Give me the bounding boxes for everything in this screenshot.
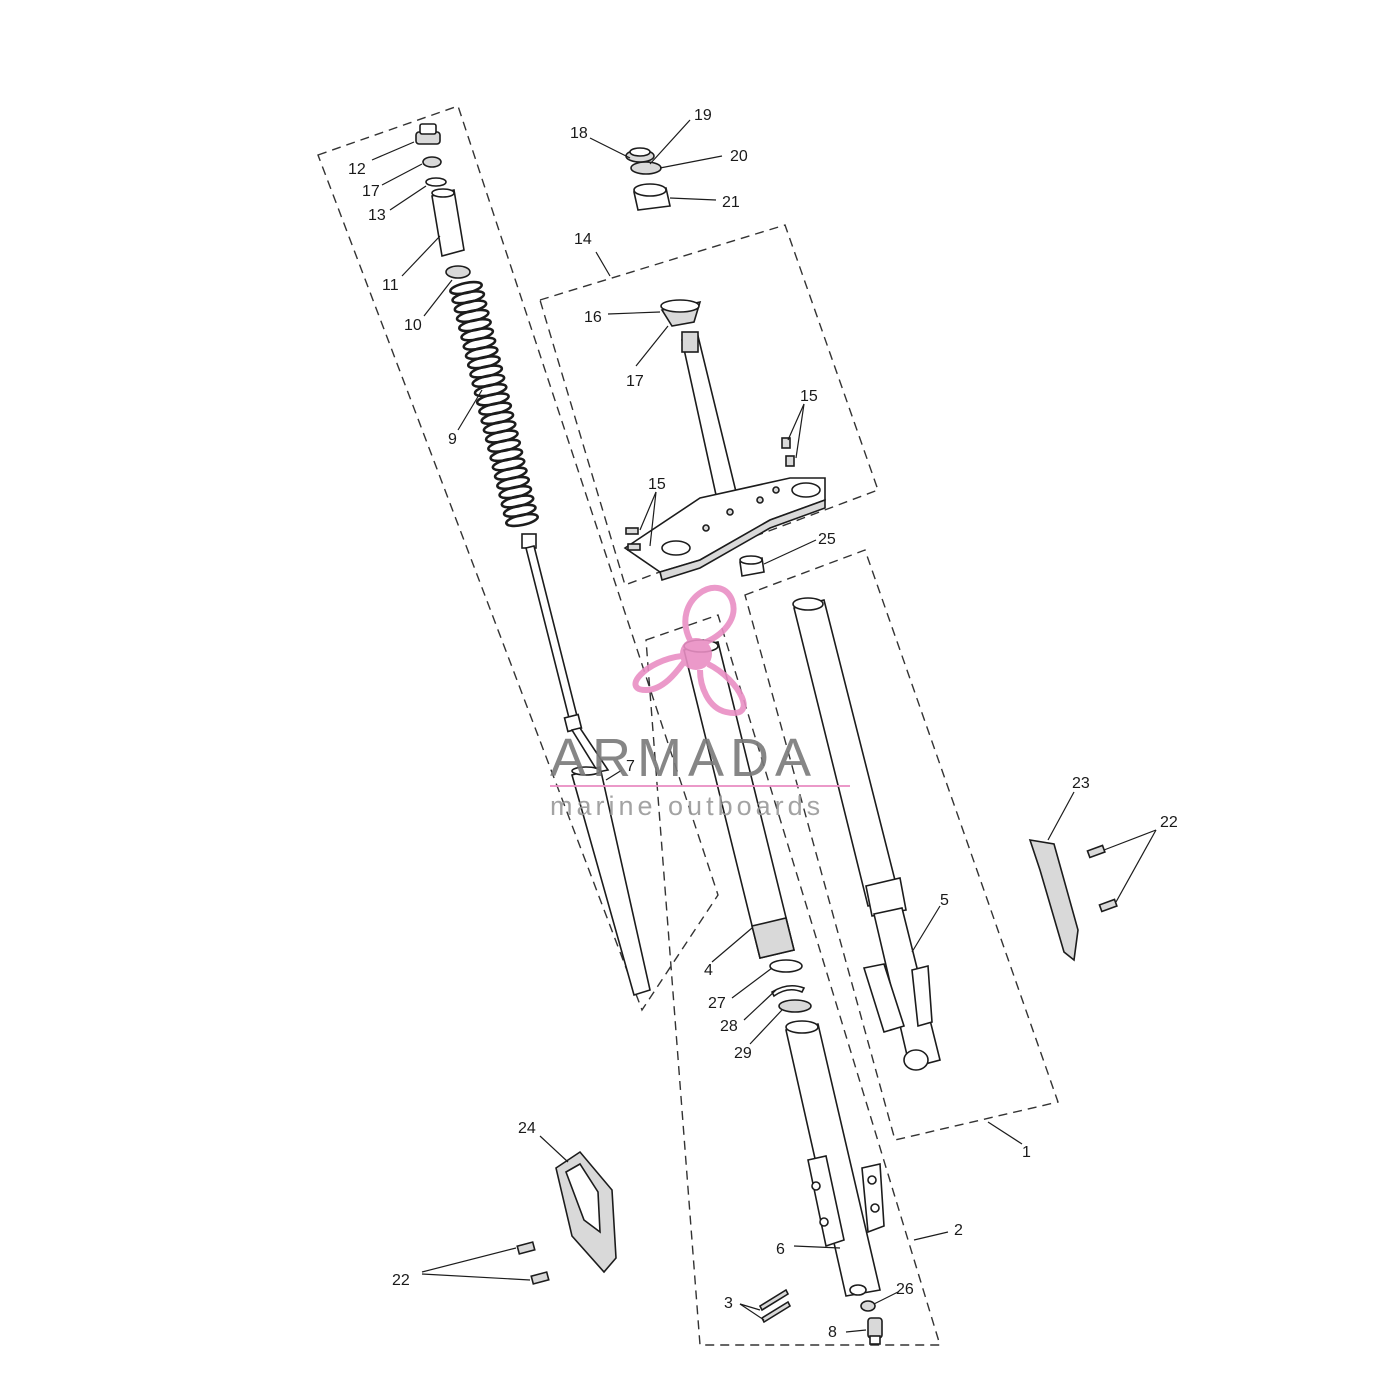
callout-29: 29	[734, 1045, 752, 1062]
callout-5: 5	[940, 892, 949, 909]
washer-26	[860, 1300, 876, 1312]
callout-10: 10	[404, 317, 422, 334]
callout-14: 14	[574, 231, 592, 248]
taper-bearing-16	[660, 299, 702, 327]
bolts-22-right	[1086, 844, 1118, 913]
fork-spring-9	[449, 280, 539, 528]
callout-labels: 12 17 13 11 10 9 18 19 20 21 14 16 17 15…	[348, 107, 1178, 1341]
fork-leg-assembly-5	[792, 597, 941, 1071]
callout-23: 23	[1072, 775, 1090, 792]
callout-3: 3	[724, 1295, 733, 1312]
spring-seat-10	[445, 265, 471, 279]
pinch-bolts-15-left	[625, 527, 641, 551]
callout-26: 26	[896, 1281, 914, 1298]
leader-lines	[371, 119, 1157, 1333]
group-outline-inner-tube-left	[645, 614, 941, 1346]
callout-17-top: 17	[362, 183, 380, 200]
group-outline-fork-assembly-1	[744, 549, 1059, 1141]
callout-7: 7	[626, 758, 635, 775]
steering-nut-18	[625, 147, 655, 163]
under-bracket	[623, 477, 826, 582]
callout-12: 12	[348, 161, 366, 178]
callout-24: 24	[518, 1120, 536, 1137]
callout-9: 9	[448, 431, 457, 448]
callout-15-left: 15	[648, 476, 666, 493]
spacer-11	[431, 188, 465, 258]
callout-21: 21	[722, 194, 740, 211]
cable-guide-23	[1028, 838, 1079, 962]
drain-bolt-8	[867, 1317, 883, 1345]
callout-8: 8	[828, 1324, 837, 1341]
callout-27: 27	[708, 995, 726, 1012]
callout-15-right: 15	[800, 388, 818, 405]
bolts-22-left	[516, 1241, 550, 1285]
watermark-tagline: marine outboards	[550, 791, 824, 821]
callout-19: 19	[694, 107, 712, 124]
damper-rod-7	[521, 533, 651, 997]
callout-2: 2	[954, 1222, 963, 1239]
spring-coil	[505, 512, 539, 528]
watermark-brand: ARMADA	[550, 728, 817, 788]
group-outline-steering-stem-14	[539, 224, 879, 586]
callout-25: 25	[818, 531, 836, 548]
group-outline-left-fork-internals	[317, 105, 719, 1012]
bolts-3	[758, 1288, 792, 1324]
propeller-icon	[632, 584, 747, 717]
callout-28: 28	[720, 1018, 738, 1035]
callout-4: 4	[704, 962, 713, 979]
watermark: ARMADA marine outboards	[550, 584, 850, 821]
callout-16: 16	[584, 309, 602, 326]
callout-1: 1	[1022, 1144, 1031, 1161]
callout-20: 20	[730, 148, 748, 165]
callout-17-stem: 17	[626, 373, 644, 390]
callout-6: 6	[776, 1241, 785, 1258]
guard-24	[555, 1150, 617, 1274]
outer-tube-6	[785, 1020, 885, 1297]
callout-22-right: 22	[1160, 814, 1178, 831]
steering-stem-shaft	[681, 331, 739, 505]
pinch-bolts-15-right	[781, 437, 795, 467]
oil-seal-29	[778, 999, 812, 1013]
callout-13: 13	[368, 207, 386, 224]
o-ring-13	[425, 177, 447, 187]
collar-25	[739, 555, 765, 577]
washer-20	[630, 161, 662, 175]
fork-cap-bolt-12	[415, 123, 441, 145]
dust-seal-27	[769, 959, 803, 973]
clip-28	[770, 984, 806, 998]
bearing-race-21	[633, 183, 671, 211]
callout-18: 18	[570, 125, 588, 142]
nut-17	[422, 156, 442, 168]
callout-11: 11	[382, 277, 399, 294]
callout-22-left: 22	[392, 1272, 410, 1289]
